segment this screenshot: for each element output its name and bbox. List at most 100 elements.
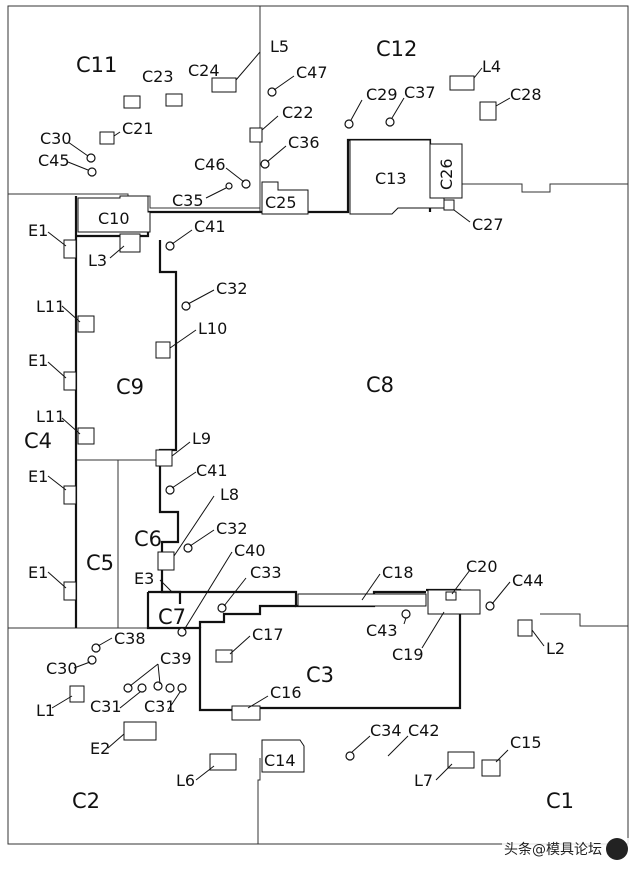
- component-label: L4: [482, 57, 501, 76]
- component-label: L7: [414, 771, 433, 790]
- c16-part: [231, 705, 261, 721]
- component-label: C30: [46, 659, 78, 678]
- c23-part: [123, 95, 141, 109]
- l2-part: [517, 619, 533, 637]
- component-label: C15: [510, 733, 542, 752]
- component-label: L10: [198, 319, 227, 338]
- component-label: C45: [38, 151, 70, 170]
- component-label: C43: [366, 621, 398, 640]
- component-label: C19: [392, 645, 424, 664]
- component-label: C24: [188, 61, 220, 80]
- c37-dot: [385, 117, 395, 127]
- c34-dot: [345, 751, 355, 761]
- region-c25-outline: [261, 181, 309, 215]
- l1-part: [69, 685, 85, 703]
- region-label: C10: [98, 209, 130, 228]
- c21-part: [99, 131, 115, 145]
- component-label: C36: [288, 133, 320, 152]
- l11-part-2: [77, 427, 95, 445]
- l6-part: [209, 753, 237, 771]
- c15-part: [481, 759, 501, 777]
- component-label: L8: [220, 485, 239, 504]
- component-label: L11: [36, 407, 65, 426]
- board-outline: [7, 5, 629, 845]
- component-label: L5: [270, 37, 289, 56]
- region-label: C5: [86, 551, 114, 575]
- e1-part-1: [63, 239, 77, 259]
- region-label: C3: [306, 663, 334, 687]
- c29-dot: [344, 119, 354, 129]
- c30-dot: [86, 153, 96, 163]
- component-label: C29: [366, 85, 398, 104]
- component-label: E1: [28, 221, 48, 240]
- l5-part: [211, 77, 237, 93]
- component-label: C34: [370, 721, 402, 740]
- component-label: C37: [404, 83, 436, 102]
- component-label: C41: [194, 217, 226, 236]
- watermark-logo-icon: [606, 838, 628, 860]
- component-shapes: [63, 75, 533, 777]
- component-label: C27: [472, 215, 504, 234]
- region-shapes: [77, 139, 481, 773]
- c39-dot-3: [165, 683, 175, 693]
- c35-dot: [225, 182, 233, 190]
- component-label: C32: [216, 279, 248, 298]
- c31-dot-2: [177, 683, 187, 693]
- component-label: C31: [144, 697, 176, 716]
- region-labels: C11 C12 C13 C26 C25 C10 C9 C8 C4 C5 C6 C…: [24, 37, 574, 813]
- component-label: C23: [142, 67, 174, 86]
- component-dots: [86, 87, 495, 761]
- l3-part: [119, 233, 141, 253]
- component-label: E1: [28, 351, 48, 370]
- region-label: C6: [134, 527, 162, 551]
- l7-part: [447, 751, 475, 769]
- component-label: L2: [546, 639, 565, 658]
- component-label: L11: [36, 297, 65, 316]
- component-label: C21: [122, 119, 154, 138]
- component-label: C41: [196, 461, 228, 480]
- component-label: C35: [172, 191, 204, 210]
- region-c19-outline: [427, 589, 481, 615]
- component-label: C32: [216, 519, 248, 538]
- region-c14-outline: [261, 739, 305, 773]
- region-c10-outline: [77, 195, 151, 233]
- region-label: C8: [366, 373, 394, 397]
- component-label: C20: [466, 557, 498, 576]
- region-label: C14: [264, 751, 296, 770]
- l9-part: [155, 449, 173, 467]
- component-label: C30: [40, 129, 72, 148]
- e1-part-3: [63, 485, 77, 505]
- c27-part: [443, 199, 455, 211]
- component-label: C38: [114, 629, 146, 648]
- component-label: E1: [28, 563, 48, 582]
- region-c26-outline: [429, 143, 463, 199]
- component-label: C16: [270, 683, 302, 702]
- component-label: L1: [36, 701, 55, 720]
- c24-part: [165, 93, 183, 107]
- component-label: C33: [250, 563, 282, 582]
- region-label: C13: [375, 169, 407, 188]
- c17-part: [215, 649, 233, 663]
- watermark: 头条@模具论坛: [502, 838, 630, 860]
- c43-dot: [401, 609, 411, 619]
- region-label: C1: [546, 789, 574, 813]
- region-label: C11: [76, 53, 117, 77]
- component-label: C31: [90, 697, 122, 716]
- component-label: C42: [408, 721, 440, 740]
- component-label: L9: [192, 429, 211, 448]
- component-label: E1: [28, 467, 48, 486]
- region-label: C7: [158, 605, 186, 629]
- component-label: C17: [252, 625, 284, 644]
- c39-dot-2: [153, 681, 163, 691]
- component-label: C22: [282, 103, 314, 122]
- region-borders: [8, 6, 628, 844]
- component-label: L6: [176, 771, 195, 790]
- component-labels: L5 L4 C23 C24 C47 C29 C37 C28 C22 C21 C3…: [28, 37, 565, 790]
- region-label: C9: [116, 375, 144, 399]
- c22-part: [249, 127, 263, 143]
- leader-lines: [47, 51, 545, 781]
- e1-part-4: [63, 581, 77, 601]
- c45-dot: [87, 167, 97, 177]
- component-label: C18: [382, 563, 414, 582]
